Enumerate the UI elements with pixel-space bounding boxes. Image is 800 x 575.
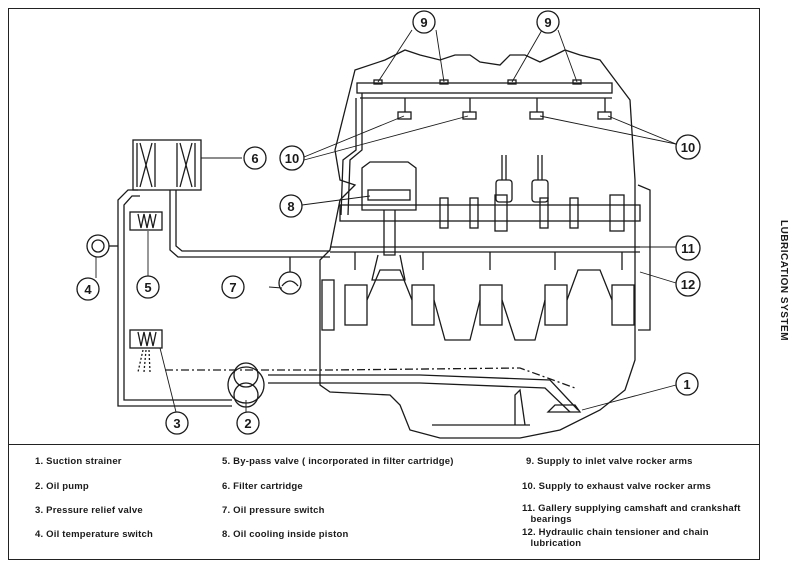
callout-7: 7: [221, 275, 245, 299]
rocker-gallery: [356, 82, 613, 94]
legend-item: 5. By-pass valve ( incorporated in filte…: [222, 456, 454, 467]
callout-label: 3: [173, 416, 180, 431]
legend-item: 4. Oil temperature switch: [35, 529, 153, 540]
callout-10b: 10: [675, 134, 701, 160]
callout-label: 2: [244, 416, 251, 431]
oil-pump-upper: [233, 362, 259, 388]
legend-divider: [8, 444, 760, 445]
pump-outlet-pipe: [117, 392, 232, 407]
chain-tensioner: [637, 184, 651, 331]
legend-item: 12. Hydraulic chain tensioner and chain …: [522, 527, 709, 549]
connecting-rod: [371, 210, 406, 281]
filter-elements: [136, 142, 196, 188]
pump-suction-pipe: [268, 374, 579, 413]
callout-2: 2: [236, 411, 260, 435]
legend-item: 8. Oil cooling inside piston: [222, 529, 349, 540]
callout-label: 7: [229, 280, 236, 295]
callout-label: 9: [420, 15, 427, 30]
callout-label: 4: [84, 282, 92, 297]
relief-spray: [137, 349, 151, 373]
legend-item: 3. Pressure relief valve: [35, 505, 143, 516]
diagram-frame: [8, 8, 760, 560]
piston: [361, 161, 417, 211]
callout-5: 5: [136, 275, 160, 299]
callout-9b: 9: [536, 10, 560, 34]
callout-12: 12: [675, 271, 701, 297]
crankshaft: [321, 269, 635, 341]
callout-label: 8: [287, 199, 294, 214]
callout-9a: 9: [412, 10, 436, 34]
sump-baffle: [432, 388, 530, 426]
legend-item: 9. Supply to inlet valve rocker arms: [526, 456, 693, 467]
legend-item: 10. Supply to exhaust valve rocker arms: [522, 481, 711, 492]
pump-to-filter-pipe: [117, 189, 140, 395]
callout-label: 10: [681, 140, 695, 155]
riser-pipe: [340, 93, 363, 216]
callout-label: 11: [681, 241, 695, 256]
side-title: LUBRICATION SYSTEM: [778, 220, 789, 342]
tappets: [495, 155, 549, 203]
return-line: [165, 367, 576, 389]
callout-8: 8: [279, 194, 303, 218]
suction-strainer: [546, 404, 582, 413]
callout-3: 3: [165, 411, 189, 435]
callout-label: 9: [544, 15, 551, 30]
legend-item: 1. Suction strainer: [35, 456, 122, 467]
leader-lines: [95, 29, 677, 413]
rocker-feeds: [397, 98, 612, 120]
oil-pressure-switch: [278, 271, 302, 295]
callout-label: 10: [285, 151, 299, 166]
callout-label: 1: [683, 377, 690, 392]
legend-item: 2. Oil pump: [35, 481, 89, 492]
camshaft: [339, 204, 641, 222]
callout-1: 1: [675, 372, 699, 396]
callout-6: 6: [243, 146, 267, 170]
pressure-relief-valve: [129, 329, 163, 349]
legend-item: 11. Gallery supplying camshaft and crank…: [522, 503, 741, 525]
callout-label: 12: [681, 277, 695, 292]
callout-11: 11: [675, 235, 701, 261]
oil-temperature-switch: [86, 234, 110, 258]
filter-to-gallery-pipe: [169, 190, 330, 258]
callout-label: 5: [144, 280, 151, 295]
legend-item: 7. Oil pressure switch: [222, 505, 325, 516]
callout-4: 4: [76, 277, 100, 301]
legend-item: 6. Filter cartridge: [222, 481, 303, 492]
callout-10a: 10: [279, 145, 305, 171]
filter-cartridge: [132, 139, 202, 191]
crank-gallery: [330, 246, 640, 253]
engine-block-outline: [319, 49, 636, 439]
callout-label: 6: [251, 151, 258, 166]
cam-lobes: [439, 194, 625, 232]
gallery-drops: [354, 252, 623, 270]
bypass-valve: [129, 211, 163, 231]
